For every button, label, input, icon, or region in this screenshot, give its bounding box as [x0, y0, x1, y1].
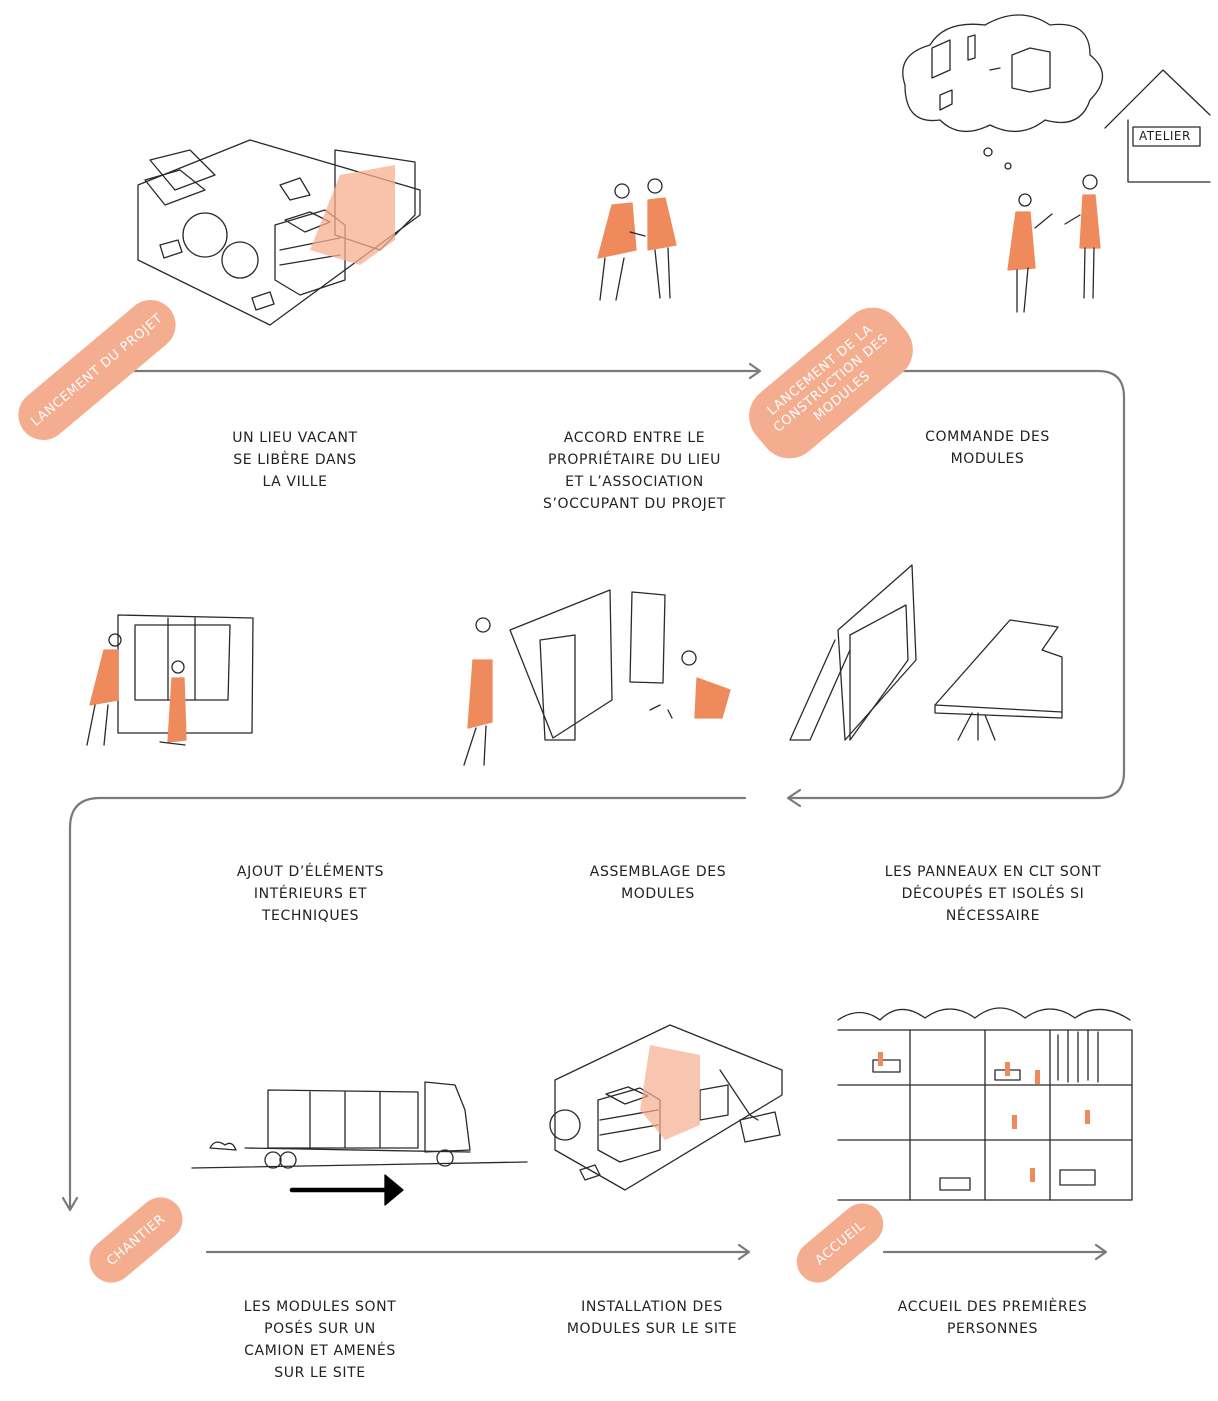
step-ajout: Ajout d’éléments intérieurs et technique… — [228, 861, 393, 927]
clt-panels-illustration — [790, 565, 1062, 740]
thought-cloud-icon — [903, 15, 1103, 169]
building-section-icon — [838, 1008, 1132, 1200]
step-lieu-vacant: Un lieu vacant se libère dans la ville — [225, 427, 365, 493]
handshake-icon — [598, 179, 676, 300]
module-assembly-illustration — [464, 590, 730, 765]
installation-lot-highlight — [640, 1045, 700, 1140]
step-assemblage: Assemblage des modules — [583, 861, 733, 905]
step-installation: Installation des modules sur le site — [562, 1296, 742, 1340]
workshop-icon — [1105, 70, 1210, 182]
order-discussion-icon — [1008, 175, 1100, 312]
step-panneaux: Les panneaux en CLT sont découpés et iso… — [883, 861, 1103, 927]
interior-elements-illustration — [87, 615, 253, 745]
step-accueil-personnes: Accueil des premières personnes — [895, 1296, 1090, 1340]
step-commande: Commande des modules — [920, 426, 1055, 470]
workshop-sign: Atelier — [1139, 129, 1191, 143]
step-accord: Accord entre le propriétaire du lieu et … — [542, 427, 727, 515]
truck-arrowhead — [385, 1175, 403, 1205]
vacant-lot-highlight — [310, 165, 395, 265]
step-camion: Les modules sont posés sur un camion et … — [240, 1296, 400, 1384]
truck-icon — [192, 1082, 527, 1168]
